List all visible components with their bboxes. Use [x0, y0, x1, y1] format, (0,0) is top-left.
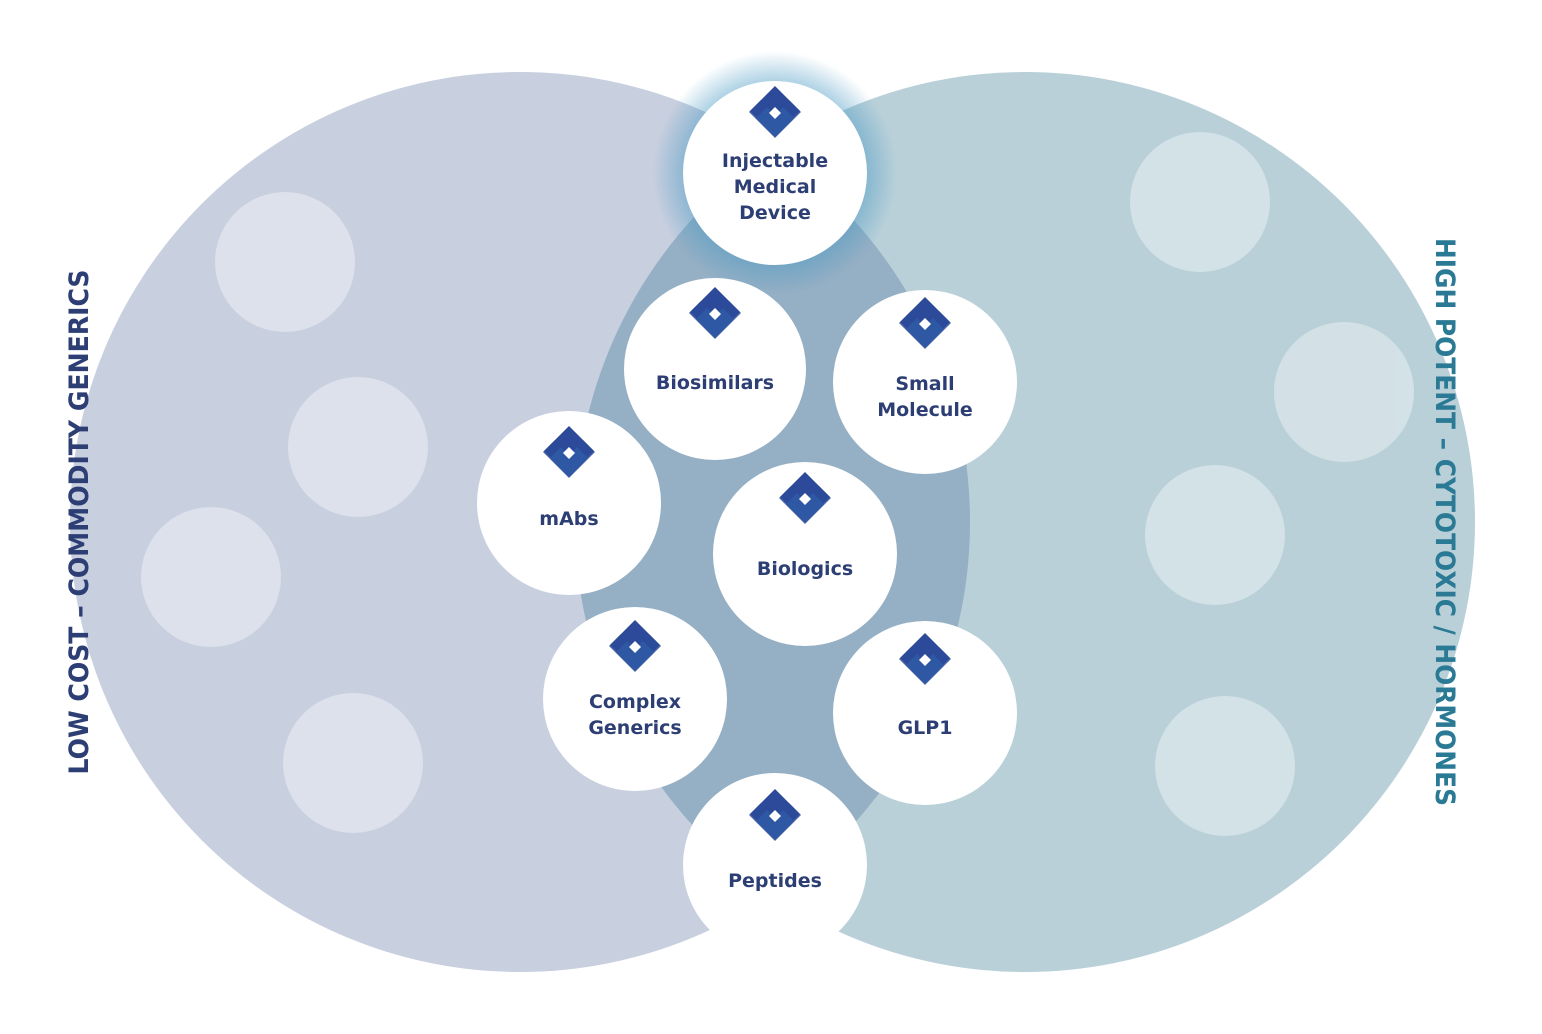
node-label-line: Small	[895, 373, 954, 395]
node-label-line: Molecule	[877, 399, 973, 421]
left-decorative-dots	[141, 192, 428, 833]
node-circle	[683, 81, 867, 265]
node-circle	[683, 773, 867, 957]
node-glp1: GLP1	[833, 621, 1017, 805]
node-label-line: Injectable	[722, 150, 828, 172]
node-circle	[543, 607, 727, 791]
node-label: GLP1	[898, 717, 953, 739]
right-side-label: HIGH POTENT – CYTOTOXIC / HORMONES	[1429, 238, 1460, 806]
left-side-label: LOW COST – COMMODITY GENERICS	[64, 270, 95, 775]
node-label: Biosimilars	[656, 372, 774, 394]
node-biologics: Biologics	[713, 462, 897, 646]
node-peptides: Peptides	[683, 773, 867, 957]
node-circle	[477, 411, 661, 595]
node-circle	[833, 621, 1017, 805]
right-decorative-dots	[1130, 132, 1414, 836]
node-label-line: Peptides	[728, 870, 822, 892]
node-label-line: Biosimilars	[656, 372, 774, 394]
node-mabs: mAbs	[477, 411, 661, 595]
node-label: Peptides	[728, 870, 822, 892]
node-label-line: Biologics	[757, 558, 853, 580]
node-label-line: GLP1	[898, 717, 953, 739]
overlap-region	[575, 72, 970, 972]
node-label: mAbs	[539, 508, 598, 530]
node-circle	[713, 462, 897, 646]
node-biosimilars: Biosimilars	[624, 278, 806, 460]
node-label-line: Device	[739, 202, 811, 224]
node-circle	[833, 290, 1017, 474]
node-label-line: Medical	[734, 176, 817, 198]
node-label: Biologics	[757, 558, 853, 580]
node-circle	[624, 278, 806, 460]
node-label-line: Complex	[589, 691, 681, 713]
node-label-line: Generics	[588, 717, 681, 739]
node-label-line: mAbs	[539, 508, 598, 530]
